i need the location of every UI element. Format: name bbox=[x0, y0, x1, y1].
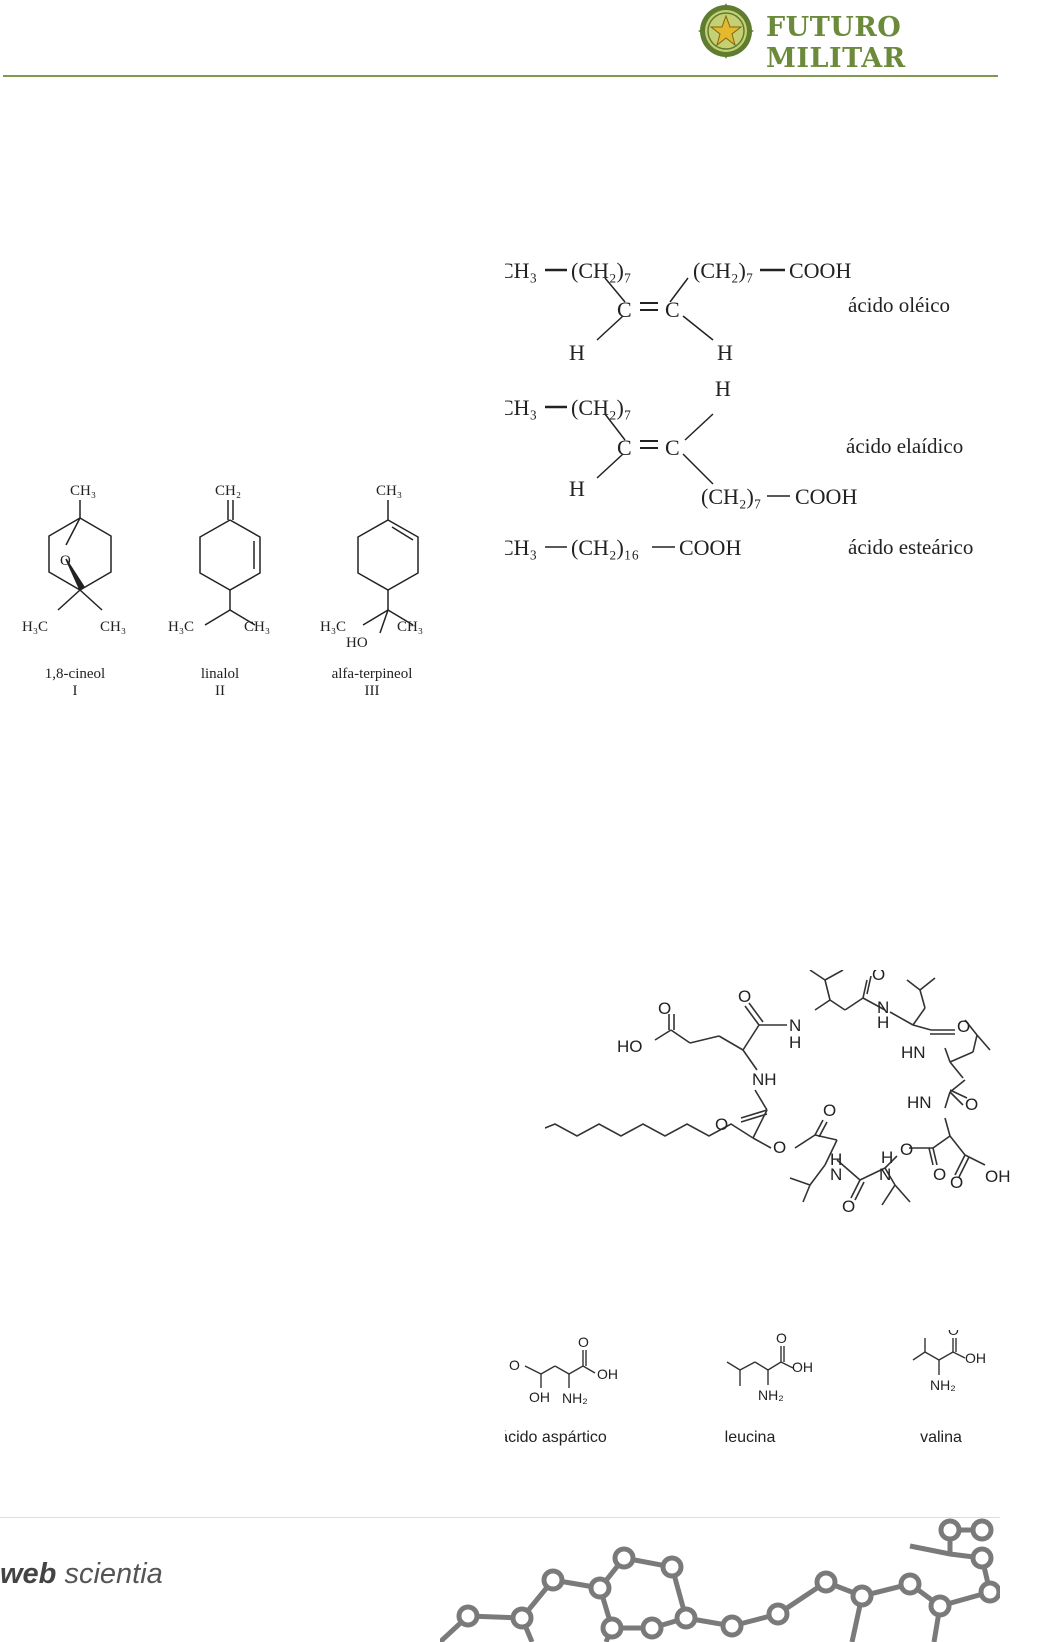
svg-text:N: N bbox=[879, 1165, 891, 1184]
svg-text:O: O bbox=[957, 1017, 970, 1036]
svg-text:H: H bbox=[569, 340, 585, 365]
svg-text:N: N bbox=[877, 998, 889, 1017]
fatty-acid-name: ácido oléico bbox=[848, 293, 950, 317]
svg-text:O: O bbox=[715, 1115, 728, 1134]
amino-acid-name: leucina bbox=[725, 1429, 776, 1446]
svg-text:O: O bbox=[842, 1197, 855, 1216]
svg-text:NH₂: NH₂ bbox=[930, 1377, 956, 1393]
svg-text:O: O bbox=[950, 1173, 963, 1192]
svg-text:CH₃: CH₃ bbox=[505, 258, 537, 283]
svg-text:CH₃: CH₃ bbox=[244, 619, 270, 635]
svg-text:C: C bbox=[617, 435, 632, 460]
svg-text:O: O bbox=[738, 987, 751, 1006]
header: FUTURO MILITAR bbox=[0, 0, 1047, 78]
svg-text:(CH₂)₇: (CH₂)₇ bbox=[693, 258, 754, 283]
svg-text:H: H bbox=[789, 1033, 801, 1052]
svg-text:COOH: COOH bbox=[789, 258, 851, 283]
svg-text:O: O bbox=[776, 1330, 787, 1346]
svg-text:H₃C: H₃C bbox=[22, 619, 48, 635]
svg-text:OH: OH bbox=[529, 1389, 550, 1405]
svg-text:H: H bbox=[877, 1013, 889, 1032]
footer-brand-bold: web bbox=[0, 1558, 57, 1590]
molecule-numeral: I bbox=[73, 683, 78, 699]
svg-text:COOH: COOH bbox=[679, 535, 741, 560]
svg-text:NH: NH bbox=[752, 1070, 777, 1089]
svg-text:CH₃: CH₃ bbox=[505, 395, 537, 420]
svg-text:H: H bbox=[881, 1148, 893, 1167]
svg-text:O: O bbox=[509, 1357, 520, 1373]
molecule-name: linalol bbox=[201, 666, 239, 682]
fatty-acids-figure: CH₃ (CH₂)₇ (CH₂)₇ COOH C C H H CH₃ (CH₂)… bbox=[499, 240, 1035, 600]
svg-text:OH: OH bbox=[965, 1350, 986, 1366]
svg-text:(CH₂)₇: (CH₂)₇ bbox=[701, 484, 762, 509]
compass-star-icon bbox=[698, 3, 754, 59]
svg-text:OH: OH bbox=[985, 1167, 1011, 1186]
svg-text:O: O bbox=[60, 553, 71, 569]
fatty-acid-name: ácido esteárico bbox=[848, 535, 973, 559]
svg-text:CH₃: CH₃ bbox=[70, 483, 96, 499]
brand-name: FUTURO MILITAR bbox=[766, 12, 906, 74]
svg-text:O: O bbox=[965, 1095, 978, 1114]
molecule-network-icon bbox=[440, 1518, 1000, 1642]
svg-text:N: N bbox=[789, 1016, 801, 1035]
cyclic-lipopeptide-figure: HO O O N H NH O O O H N O H N O O O OH H… bbox=[530, 965, 1045, 1270]
svg-text:CH₃: CH₃ bbox=[376, 483, 402, 499]
footer-brand: web scientia bbox=[0, 1558, 163, 1591]
svg-text:NH₂: NH₂ bbox=[758, 1387, 784, 1403]
svg-text:CH₃: CH₃ bbox=[397, 619, 423, 635]
svg-text:O: O bbox=[933, 1165, 946, 1184]
molecule-numeral: III bbox=[365, 683, 380, 699]
footer-brand-light: scientia bbox=[64, 1558, 163, 1590]
svg-text:H: H bbox=[717, 340, 733, 365]
svg-text:CH₂: CH₂ bbox=[215, 483, 241, 499]
svg-text:H: H bbox=[830, 1150, 842, 1169]
svg-text:O: O bbox=[872, 970, 885, 984]
molecule-numeral: II bbox=[215, 683, 225, 699]
svg-text:(CH₂)₇: (CH₂)₇ bbox=[571, 258, 632, 283]
svg-text:CH₃: CH₃ bbox=[100, 619, 126, 635]
amino-acids-figure: O OH NH₂ O OH NH₂ O OH NH₂ O OH ácido as… bbox=[499, 1322, 1035, 1460]
svg-text:NH₂: NH₂ bbox=[562, 1390, 588, 1406]
svg-text:O: O bbox=[773, 1138, 786, 1157]
molecule-name: alfa-terpineol bbox=[332, 666, 413, 682]
molecule-name: 1,8-cineol bbox=[45, 666, 105, 682]
svg-text:O: O bbox=[578, 1334, 589, 1350]
header-divider bbox=[3, 75, 998, 77]
svg-text:OH: OH bbox=[597, 1366, 618, 1382]
svg-text:O: O bbox=[658, 999, 671, 1018]
amino-acid-name: ácido aspártico bbox=[505, 1429, 607, 1446]
fatty-acid-name: ácido elaídico bbox=[846, 434, 963, 458]
svg-text:C: C bbox=[665, 297, 680, 322]
terpenes-figure: CH₃ O H₃C CH₃ CH₂ H₃C CH₃ CH₃ H₃C CH₃ HO… bbox=[20, 465, 460, 705]
svg-text:OH: OH bbox=[792, 1359, 813, 1375]
footer-divider bbox=[0, 1517, 1000, 1518]
svg-text:COOH: COOH bbox=[795, 484, 857, 509]
svg-text:O: O bbox=[823, 1101, 836, 1120]
svg-text:O: O bbox=[900, 1140, 913, 1159]
svg-text:HN: HN bbox=[901, 1043, 926, 1062]
svg-text:C: C bbox=[617, 297, 632, 322]
amino-acid-name: valina bbox=[920, 1429, 962, 1446]
svg-text:H₃C: H₃C bbox=[168, 619, 194, 635]
svg-text:(CH₂)₇: (CH₂)₇ bbox=[571, 395, 632, 420]
svg-text:HO: HO bbox=[346, 635, 368, 651]
svg-text:(CH₂)₁₆: (CH₂)₁₆ bbox=[571, 535, 639, 560]
svg-text:H: H bbox=[715, 376, 731, 401]
svg-text:N: N bbox=[830, 1165, 842, 1184]
svg-text:H: H bbox=[569, 476, 585, 501]
svg-text:HN: HN bbox=[907, 1093, 932, 1112]
svg-text:H₃C: H₃C bbox=[320, 619, 346, 635]
svg-text:C: C bbox=[665, 435, 680, 460]
svg-text:CH₃: CH₃ bbox=[505, 535, 537, 560]
svg-text:HO: HO bbox=[617, 1037, 643, 1056]
svg-text:O: O bbox=[948, 1330, 959, 1338]
